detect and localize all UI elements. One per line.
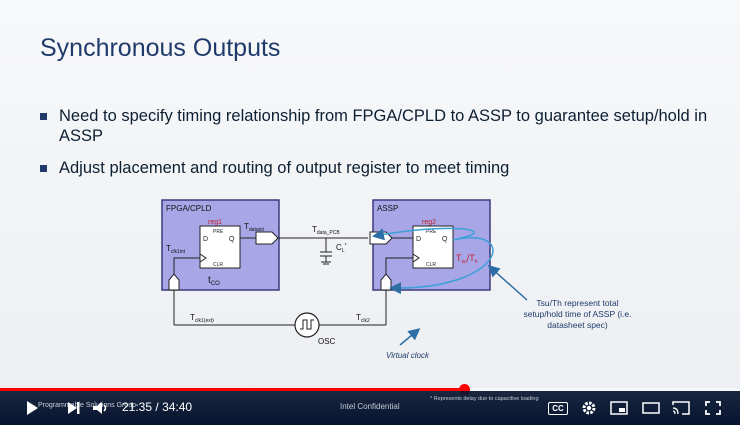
assp-label: ASSP [377,204,398,213]
next-button[interactable] [64,391,84,425]
theater-mode-button[interactable] [640,391,662,425]
reg2-d: D [416,236,421,243]
captions-icon: CC [548,401,568,415]
reg2-clr: CLR [426,262,436,268]
miniplayer-icon [610,401,628,415]
virtual-clock-arrow [399,328,421,346]
time-current: 21:35 [122,400,153,414]
t-clk1ext-label: Tclk1(ext) [190,313,214,324]
reg2-box [412,225,454,269]
virtual-clock-label: Virtual clock [386,351,430,360]
reg1-d: D [203,236,208,243]
reg1-q: Q [229,236,235,243]
scrubber-handle[interactable] [458,384,470,395]
slide-title: Synchronous Outputs [40,34,281,62]
osc-label: OSC [318,337,336,346]
reg2-label: reg2 [422,219,436,226]
setup-hold-arc [372,227,475,241]
reg2-q: Q [442,236,448,243]
reg1-pre: PRE [213,229,224,235]
reg1-clr: CLR [213,262,223,268]
settings-button[interactable] [578,391,600,425]
note-pointer-arrow [487,265,528,301]
tsu-th-label: Tsu/Th [456,253,478,265]
setup-hold-note: Tsu/Th represent total setup/hold time o… [523,298,632,330]
theater-icon [642,402,660,414]
time-total: 34:40 [162,400,193,414]
progress-bar[interactable] [0,384,740,395]
reg2-clock-notch [412,253,420,263]
reg1-clock-notch [199,253,207,263]
clock-buffer-fpga [168,273,180,291]
reg1-box [199,225,241,269]
output-buffer [255,231,279,245]
footnote-text: * Represents delay due to capacitive loa… [430,396,539,402]
bullet-item: Need to specify timing relationship from… [40,106,720,146]
gear-icon [582,401,596,415]
fpga-clock-wire [173,257,200,325]
fullscreen-button[interactable] [702,391,724,425]
bullet-list: Need to specify timing relationship from… [40,106,720,190]
t-data-pcb-label: Tdata_PCB [312,225,340,236]
volume-icon [93,402,107,414]
t-clk2-label: Tclk2 [356,313,370,324]
cast-button[interactable] [670,391,692,425]
player-controls: Programmable Solutions Group 21:35 / 34:… [0,391,740,425]
cl-label: CL* [336,243,347,254]
play-button[interactable] [22,391,42,425]
assp-clock-wire [385,257,413,325]
bullet-item: Adjust placement and routing of output r… [40,158,720,178]
captions-button[interactable]: CC [546,391,570,425]
intel-confidential-text: Intel Confidential [340,402,400,411]
volume-button[interactable] [90,391,112,425]
time-display: 21:35 / 34:40 [122,400,192,414]
fullscreen-icon [705,401,721,415]
reg2-pre: PRE [426,229,437,235]
miniplayer-button[interactable] [608,391,630,425]
cast-icon [672,401,690,415]
tco-label: tCO [208,275,220,287]
square-wave-icon [300,319,314,330]
setup-hold-arc [389,237,494,295]
t-dataint-label: Tdataint [244,222,265,233]
t-clk1int-label: Tclk1int [166,244,186,255]
progress-fill [0,388,464,391]
chapter-text: Programmable Solutions Group [38,402,137,409]
fpga-label: FPGA/CPLD [166,204,212,213]
time-separator: / [155,400,159,414]
play-icon [27,401,38,415]
next-icon [68,402,80,414]
reg1-label: reg1 [208,219,222,226]
